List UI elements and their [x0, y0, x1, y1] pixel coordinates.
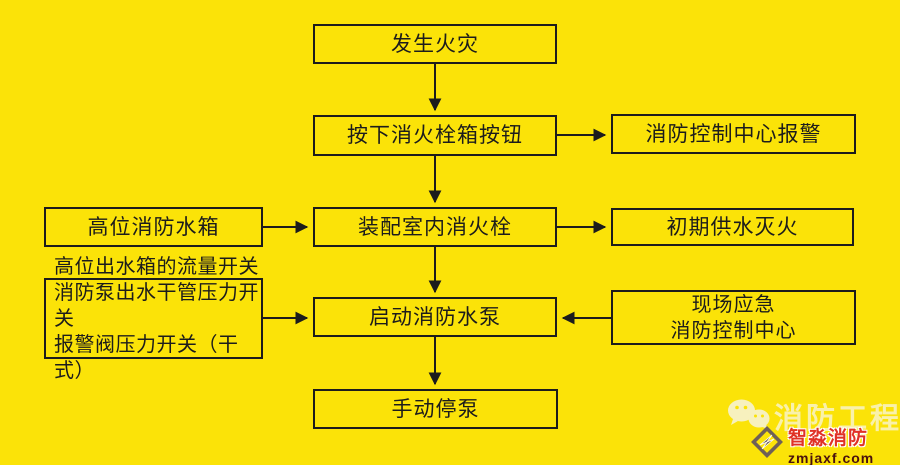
node-high-level-water-tank: 高位消防水箱 — [44, 207, 263, 247]
node-fire-occurs-label: 发生火灾 — [391, 31, 479, 56]
node-press-hydrant-button: 按下消火栓箱按钮 — [313, 115, 557, 156]
node-control-center-alarm-label: 消防控制中心报警 — [645, 121, 822, 146]
website-text: zmjaxf.com — [788, 450, 875, 465]
node-press-hydrant-button-label: 按下消火栓箱按钮 — [347, 123, 523, 148]
node-onsite-emergency-control-center: 现场应急 消防控制中心 — [611, 290, 856, 345]
watermark-brand-row: 消防工程 — [726, 395, 900, 437]
node-initial-water-supply: 初期供水灭火 — [611, 208, 854, 246]
watermark-logo-texts: 智淼消防 zmjaxf.com — [788, 423, 874, 465]
watermark-brand-text: 消防工程 — [774, 403, 900, 435]
emergency-line-1: 现场应急 — [691, 293, 776, 316]
node-manual-pump-stop: 手动停泵 — [313, 389, 558, 429]
node-indoor-hydrant: 装配室内消火栓 — [313, 207, 557, 247]
diamond-logo-icon — [748, 423, 786, 465]
emergency-line-2: 消防控制中心 — [670, 319, 797, 342]
node-pressure-flow-switches: 高位出水箱的流量开关 消防泵出水干管压力开关 报警阀压力开关（干式） — [44, 256, 263, 382]
node-initial-water-supply-label: 初期供水灭火 — [666, 214, 799, 239]
switches-line-3: 报警阀压力开关（干式） — [54, 333, 239, 382]
node-fire-occurs: 发生火灾 — [313, 24, 557, 64]
watermark: 消防工程 智淼消防 zmjaxf.com — [726, 395, 899, 465]
node-start-fire-pump: 启动消防水泵 — [313, 297, 557, 337]
watermark-logo-row: 智淼消防 zmjaxf.com — [748, 423, 874, 465]
node-manual-pump-stop-label: 手动停泵 — [391, 396, 480, 421]
node-control-center-alarm: 消防控制中心报警 — [611, 114, 856, 154]
switches-line-2: 消防泵出水干管压力开关 — [54, 281, 259, 330]
logo-name-text: 智淼消防 — [788, 428, 869, 449]
node-start-fire-pump-label: 启动消防水泵 — [369, 304, 501, 329]
node-high-level-water-tank-label: 高位消防水箱 — [87, 214, 220, 239]
switches-line-1: 高位出水箱的流量开关 — [54, 255, 259, 278]
node-indoor-hydrant-label: 装配室内消火栓 — [358, 214, 512, 239]
